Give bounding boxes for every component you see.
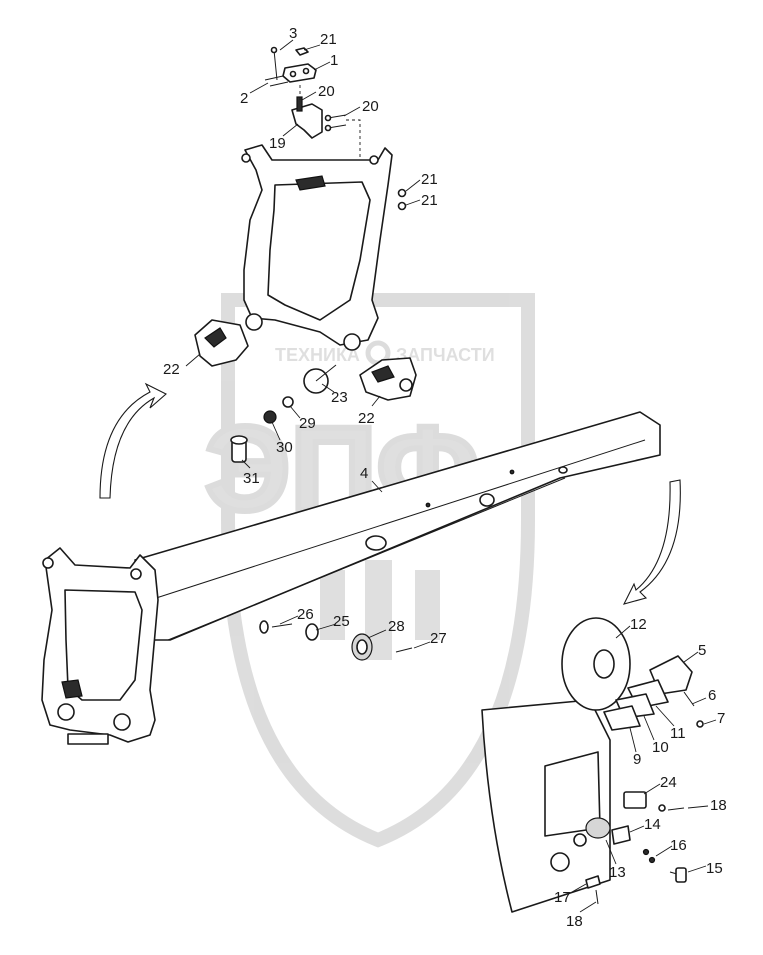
callout-labels: 1 2 3 21 20 20 19 21 21 22 22 23 29 30 3… — [163, 25, 727, 930]
watermark-text-right: ЗАПЧАСТИ — [396, 345, 495, 365]
callout-31: 31 — [243, 470, 260, 487]
callout-29: 29 — [299, 415, 316, 432]
callout-25: 25 — [333, 613, 350, 630]
callout-14: 14 — [644, 816, 661, 833]
rear-frame — [41, 547, 159, 745]
callout-21: 21 — [421, 171, 438, 188]
callout-7: 7 — [717, 710, 725, 727]
callout-18: 18 — [710, 797, 727, 814]
callout-21: 21 — [320, 31, 337, 48]
callout-22: 22 — [358, 410, 375, 427]
callout-13: 13 — [609, 864, 626, 881]
callout-6: 6 — [708, 687, 716, 704]
callout-20: 20 — [362, 98, 379, 115]
callout-11: 11 — [670, 725, 686, 742]
callout-5: 5 — [698, 642, 706, 659]
pin-set — [230, 364, 337, 463]
callout-28: 28 — [388, 618, 405, 635]
boom-tail-section — [481, 617, 704, 913]
callout-30: 30 — [276, 439, 293, 456]
callout-1: 1 — [330, 52, 338, 69]
callout-9: 9 — [633, 751, 641, 768]
callout-12: 12 — [630, 616, 647, 633]
callout-3: 3 — [289, 25, 297, 42]
callout-22: 22 — [163, 361, 180, 378]
callout-24: 24 — [660, 774, 677, 791]
callout-10: 10 — [652, 739, 669, 756]
callout-27: 27 — [430, 630, 447, 647]
leader-lines — [185, 39, 717, 913]
callout-23: 23 — [331, 389, 348, 406]
top-clamp-assembly — [264, 46, 361, 195]
head-frame — [241, 144, 407, 351]
watermark-text-left: ТЕХНИКА — [275, 345, 360, 365]
callout-15: 15 — [706, 860, 723, 877]
assembly-arrows — [99, 382, 681, 605]
callout-20: 20 — [318, 83, 335, 100]
callout-4: 4 — [360, 465, 368, 482]
callout-21: 21 — [421, 192, 438, 209]
wear-pads — [194, 319, 417, 401]
callout-19: 19 — [269, 135, 286, 152]
callout-18: 18 — [566, 913, 583, 930]
wheat-emblem — [320, 560, 440, 660]
callout-17: 17 — [554, 889, 571, 906]
callout-2: 2 — [240, 90, 248, 107]
callout-26: 26 — [297, 606, 314, 623]
callout-16: 16 — [670, 837, 687, 854]
